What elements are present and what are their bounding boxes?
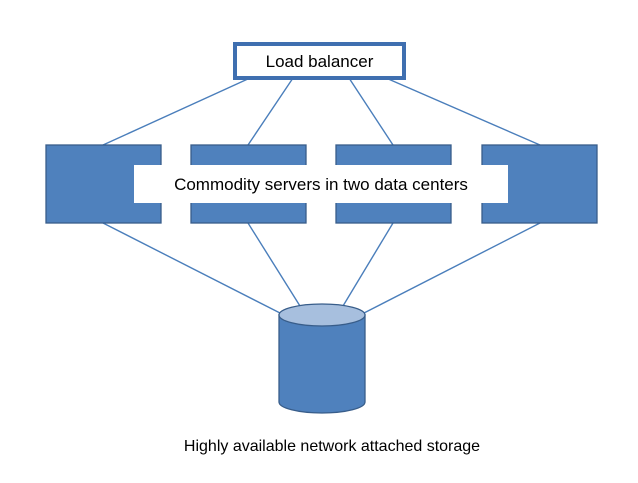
servers-label: Commodity servers in two data centers [174, 175, 468, 194]
connector-server-1-storage [102, 222, 281, 314]
load-balancer-box [233, 42, 406, 80]
connector-server-4-storage [363, 222, 541, 314]
load-balancer-label: Load balancer [266, 52, 374, 71]
storage-label: Highly available network attached storag… [184, 438, 480, 455]
storage-cylinder-top [278, 303, 366, 327]
storage-cylinder-body [278, 314, 366, 414]
connector-lb-server-3 [348, 77, 394, 146]
connector-lb-server-4 [385, 77, 541, 146]
connector-lb-server-2 [247, 77, 294, 146]
connector-server-3-storage [342, 222, 394, 307]
servers-label-background [134, 165, 508, 203]
connector-lb-server-1 [102, 77, 251, 146]
connector-server-2-storage [247, 222, 301, 307]
